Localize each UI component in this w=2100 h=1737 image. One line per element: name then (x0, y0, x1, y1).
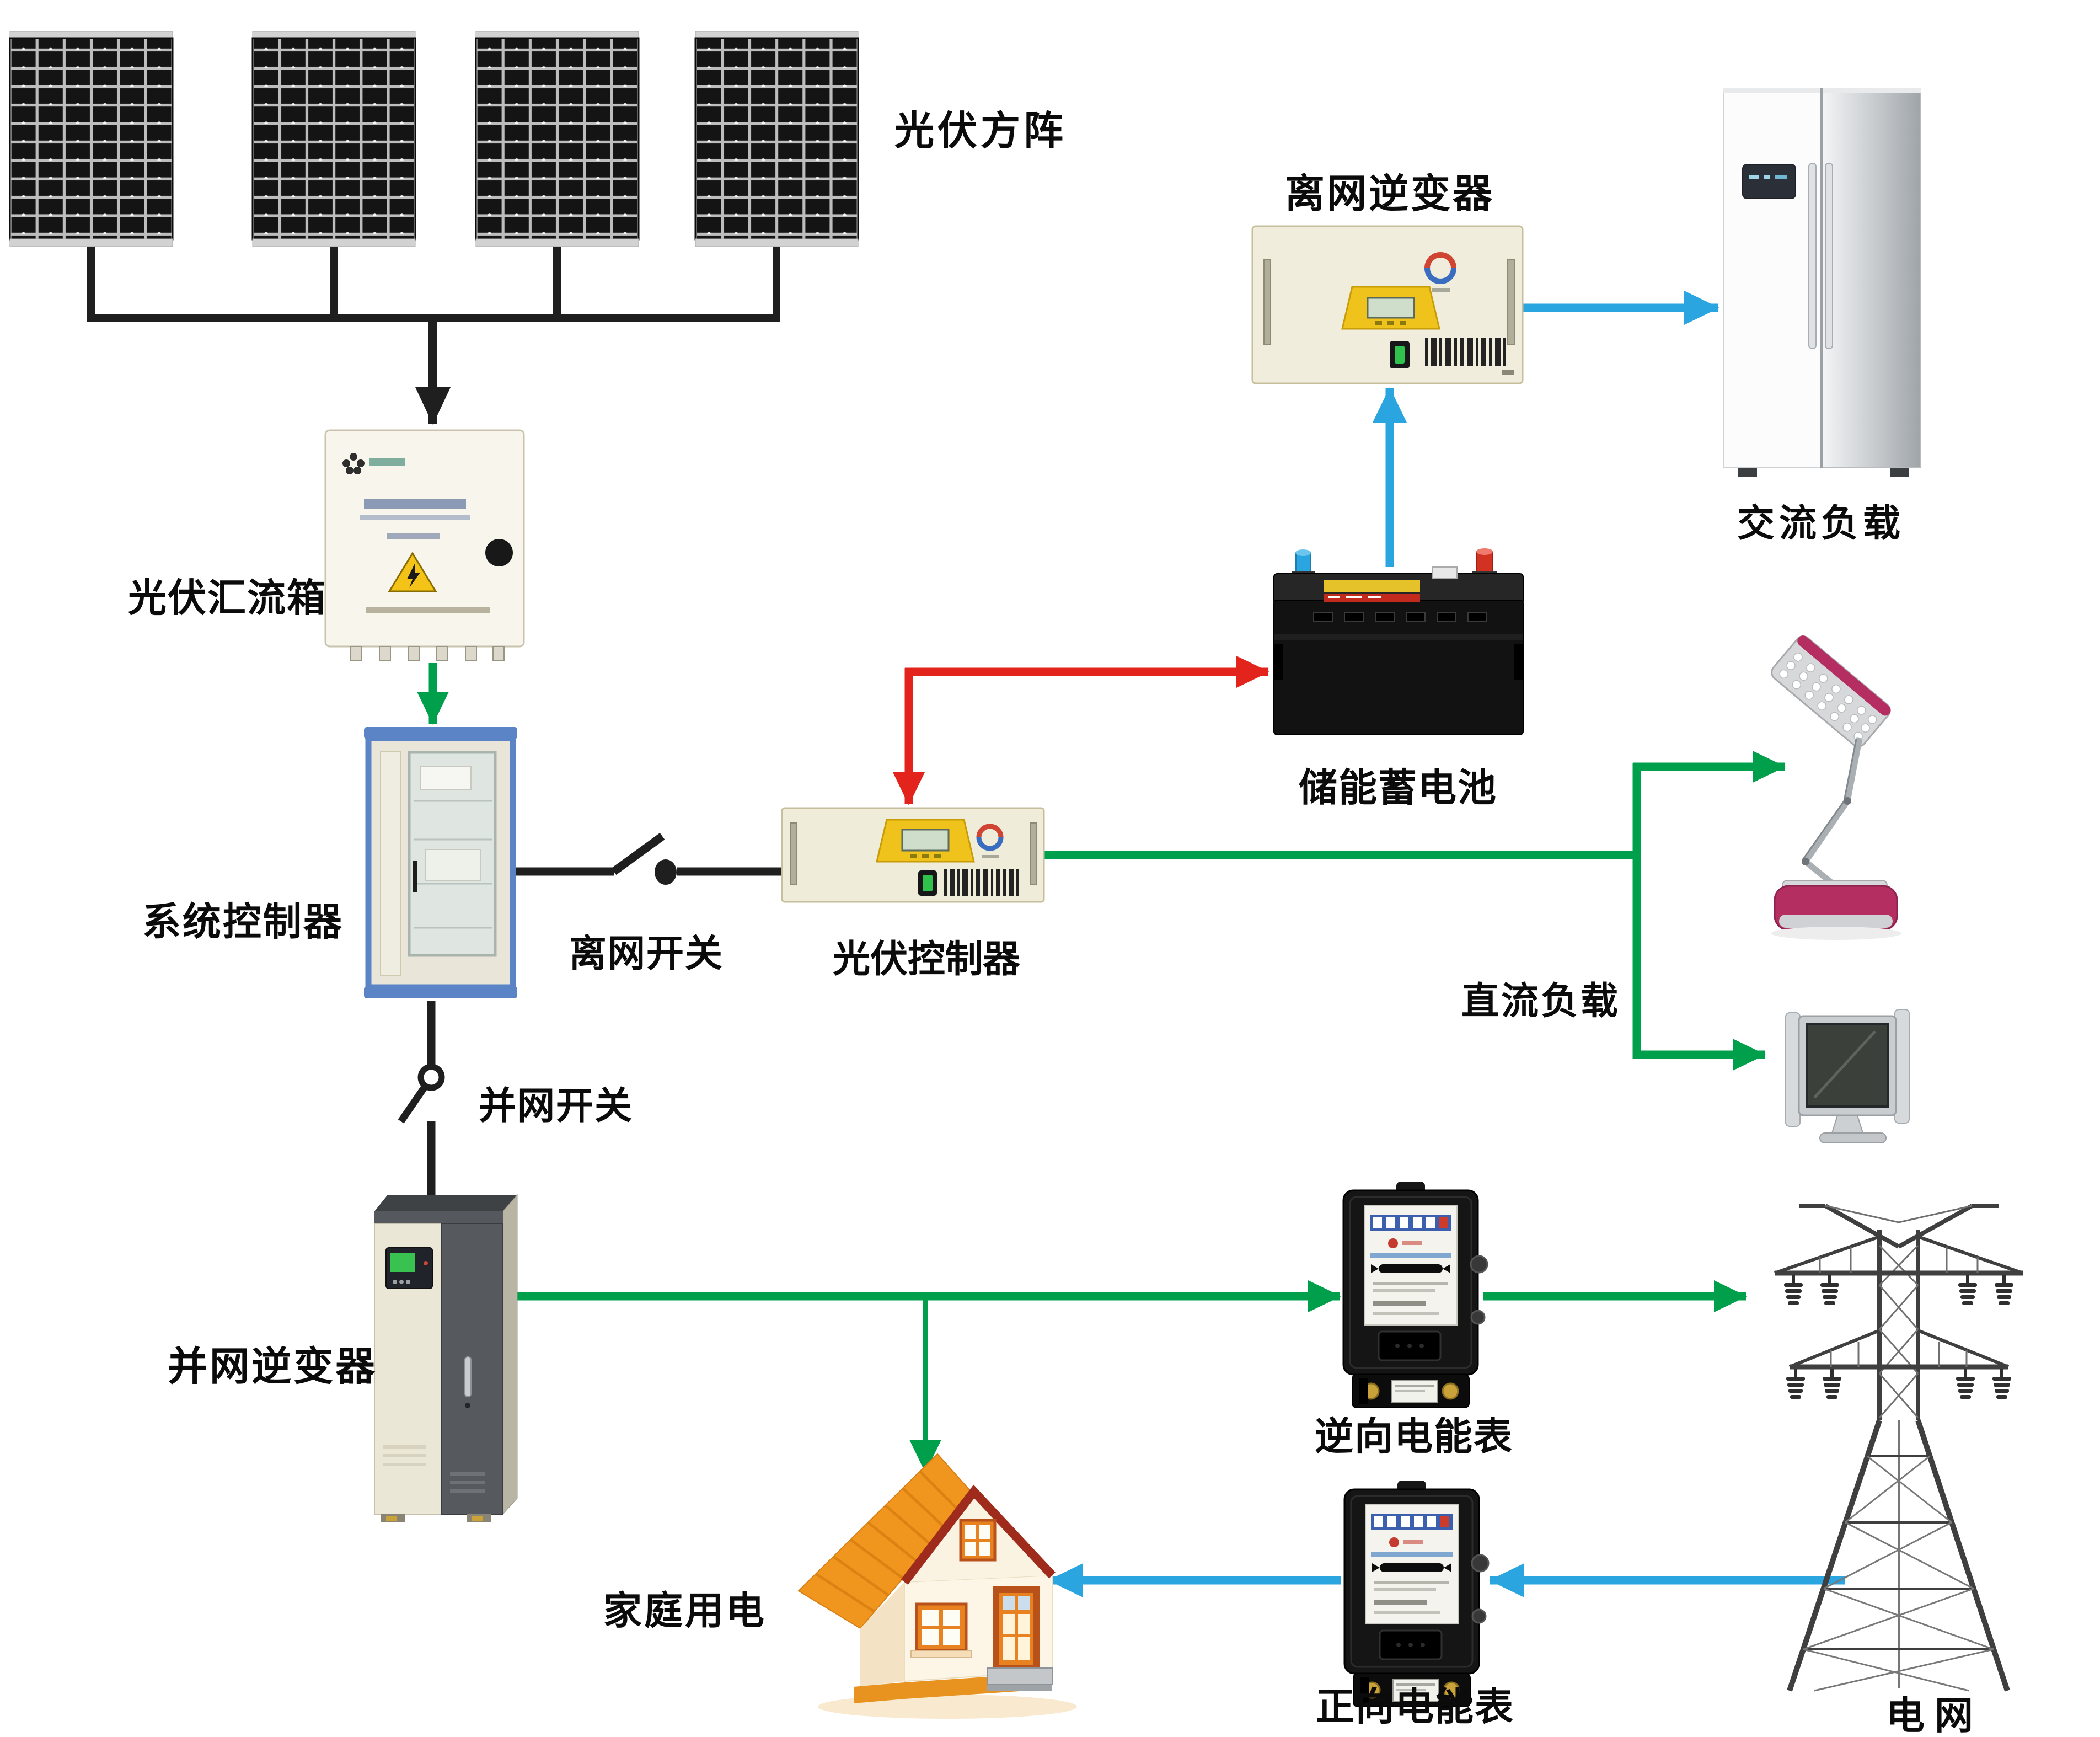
led-lamp-icon (1771, 635, 1901, 940)
power-grid-tower-icon (1774, 1204, 2023, 1692)
reverse-meter-label: 逆向电能表 (1315, 1415, 1513, 1458)
off-grid-switch-contact-dot (655, 859, 677, 885)
home-power-label: 家庭用电 (603, 1589, 767, 1632)
pv-array-icon (9, 30, 859, 248)
grid-tie-inverter-icon (374, 1194, 518, 1522)
grid-tie-switch-label: 并网开关 (479, 1085, 633, 1127)
grid-tie-switch-line (398, 1001, 436, 1209)
reverse-meter-icon (1342, 1180, 1488, 1409)
refrigerator-icon (1723, 88, 1921, 477)
off-grid-switch-line (499, 832, 782, 876)
forward-meter-icon (1343, 1479, 1490, 1708)
grid-feed-green-line (503, 1280, 1747, 1473)
grid-tie-inverter-label: 并网逆变器 (168, 1345, 377, 1389)
pv-controller-icon (781, 807, 1045, 903)
house-icon (797, 1453, 1077, 1719)
storage-battery-label: 储能蓄电池 (1299, 766, 1497, 809)
combiner-box-icon (324, 429, 525, 661)
dc-load-green-line (1044, 751, 1786, 1071)
off-grid-switch-label: 离网开关 (569, 933, 724, 975)
power-grid-label: 电网 (1886, 1694, 1983, 1737)
system-controller-icon (364, 727, 517, 998)
pv-array-label: 光伏方阵 (894, 109, 1067, 153)
storage-battery-icon (1273, 548, 1524, 735)
controller-battery-red-line (893, 656, 1269, 805)
system-controller-label: 系统控制器 (142, 900, 344, 943)
pv-controller-label: 光伏控制器 (833, 938, 1021, 980)
pv-array-bus-line (87, 247, 780, 322)
combiner-box-label: 光伏汇流箱 (128, 576, 326, 619)
dc-load-label: 直流负载 (1461, 980, 1620, 1022)
wire-lines (87, 247, 1845, 1597)
ac-load-label: 交流负载 (1737, 503, 1905, 544)
off-grid-inverter-label: 离网逆变器 (1285, 172, 1494, 216)
grid-tie-switch-contact-circle (417, 1063, 445, 1091)
forward-meter-label: 正向电能表 (1316, 1685, 1514, 1728)
off-grid-inverter-icon (1251, 225, 1524, 384)
tv-icon (1785, 1009, 1910, 1143)
